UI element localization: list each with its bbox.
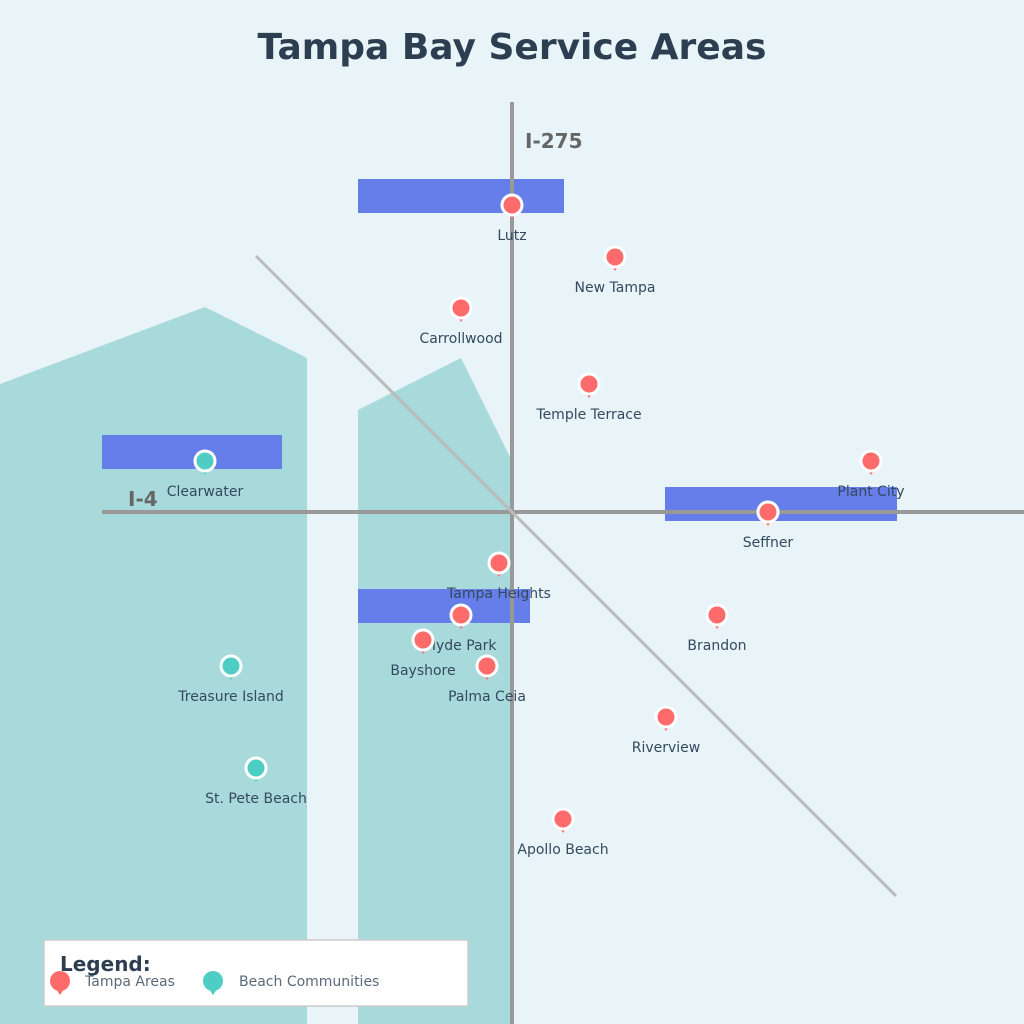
water-west: [0, 307, 307, 1024]
location-label: New Tampa: [575, 280, 656, 296]
legend-label: Beach Communities: [239, 974, 379, 990]
location-marker[interactable]: New Tampa: [575, 245, 656, 296]
tampa-pin-icon: [487, 551, 511, 577]
highlight-zone-north: [358, 179, 564, 213]
location-marker[interactable]: Treasure Island: [177, 654, 284, 705]
location-label: Temple Terrace: [535, 407, 641, 423]
tampa-pin-icon: [756, 500, 780, 526]
beach-pin-icon: [219, 654, 243, 680]
beach-pin-icon: [193, 449, 217, 475]
location-label: Lutz: [497, 228, 526, 244]
location-marker[interactable]: Plant City: [837, 449, 905, 500]
legend: Legend: Tampa Areas Beach Communities: [43, 939, 469, 1007]
map-title: Tampa Bay Service Areas: [258, 27, 767, 68]
location-marker[interactable]: Brandon: [687, 603, 747, 654]
location-label: Treasure Island: [177, 689, 283, 705]
tampa-pin-icon: [500, 193, 524, 219]
location-marker[interactable]: Hyde Park: [425, 603, 497, 654]
location-label: Riverview: [632, 740, 701, 756]
legend-box: [43, 939, 469, 1007]
beach-pin-icon: [244, 756, 268, 782]
tampa-pin-icon: [411, 628, 435, 654]
location-marker[interactable]: St. Pete Beach: [205, 756, 307, 807]
location-label: Hyde Park: [425, 638, 497, 654]
tampa-pin-icon: [551, 807, 575, 833]
location-marker[interactable]: Palma Ceia: [448, 654, 526, 705]
tampa-pin-icon: [577, 372, 601, 398]
tampa-pin-icon: [449, 296, 473, 322]
location-label: Plant City: [837, 484, 904, 500]
location-label: Apollo Beach: [517, 842, 608, 858]
location-marker[interactable]: Tampa Heights: [446, 551, 551, 602]
location-marker[interactable]: Riverview: [632, 705, 701, 756]
highlight-zone-east: [665, 487, 897, 521]
location-marker[interactable]: Seffner: [743, 500, 794, 551]
tampa-legend-icon: [50, 971, 70, 995]
road-label-i275: I-275: [525, 129, 583, 153]
location-marker[interactable]: Temple Terrace: [535, 372, 642, 423]
location-marker[interactable]: Lutz: [497, 193, 527, 244]
location-label: Seffner: [743, 535, 794, 551]
location-label: St. Pete Beach: [205, 791, 307, 807]
tampa-pin-icon: [859, 449, 883, 475]
tampa-pin-icon: [475, 654, 499, 680]
tampa-pin-icon: [654, 705, 678, 731]
location-label: Carrollwood: [419, 331, 502, 347]
road-diagonal: [254, 254, 898, 898]
location-label: Tampa Heights: [446, 586, 551, 602]
location-label: Bayshore: [390, 663, 455, 679]
location-label: Palma Ceia: [448, 689, 526, 705]
location-marker[interactable]: Bayshore: [390, 628, 456, 679]
legend-title: Legend:: [60, 952, 151, 976]
tampa-pin-icon: [449, 603, 473, 629]
location-marker[interactable]: Apollo Beach: [517, 807, 609, 858]
location-label: Clearwater: [167, 484, 244, 500]
highlight-zone-west: [102, 435, 282, 469]
tampa-pin-icon: [603, 245, 627, 271]
location-marker[interactable]: Clearwater: [167, 449, 244, 500]
legend-label: Tampa Areas: [84, 974, 175, 990]
location-marker[interactable]: Carrollwood: [419, 296, 503, 347]
legend-item-beach: Beach Communities: [203, 971, 379, 995]
highlight-zone-south: [358, 589, 530, 623]
legend-item-tampa: Tampa Areas: [50, 971, 175, 995]
beach-legend-icon: [203, 971, 223, 995]
road-label-i4: I-4: [128, 487, 158, 511]
water-bay: [358, 358, 512, 1024]
location-label: Brandon: [687, 638, 746, 654]
tampa-pin-icon: [705, 603, 729, 629]
